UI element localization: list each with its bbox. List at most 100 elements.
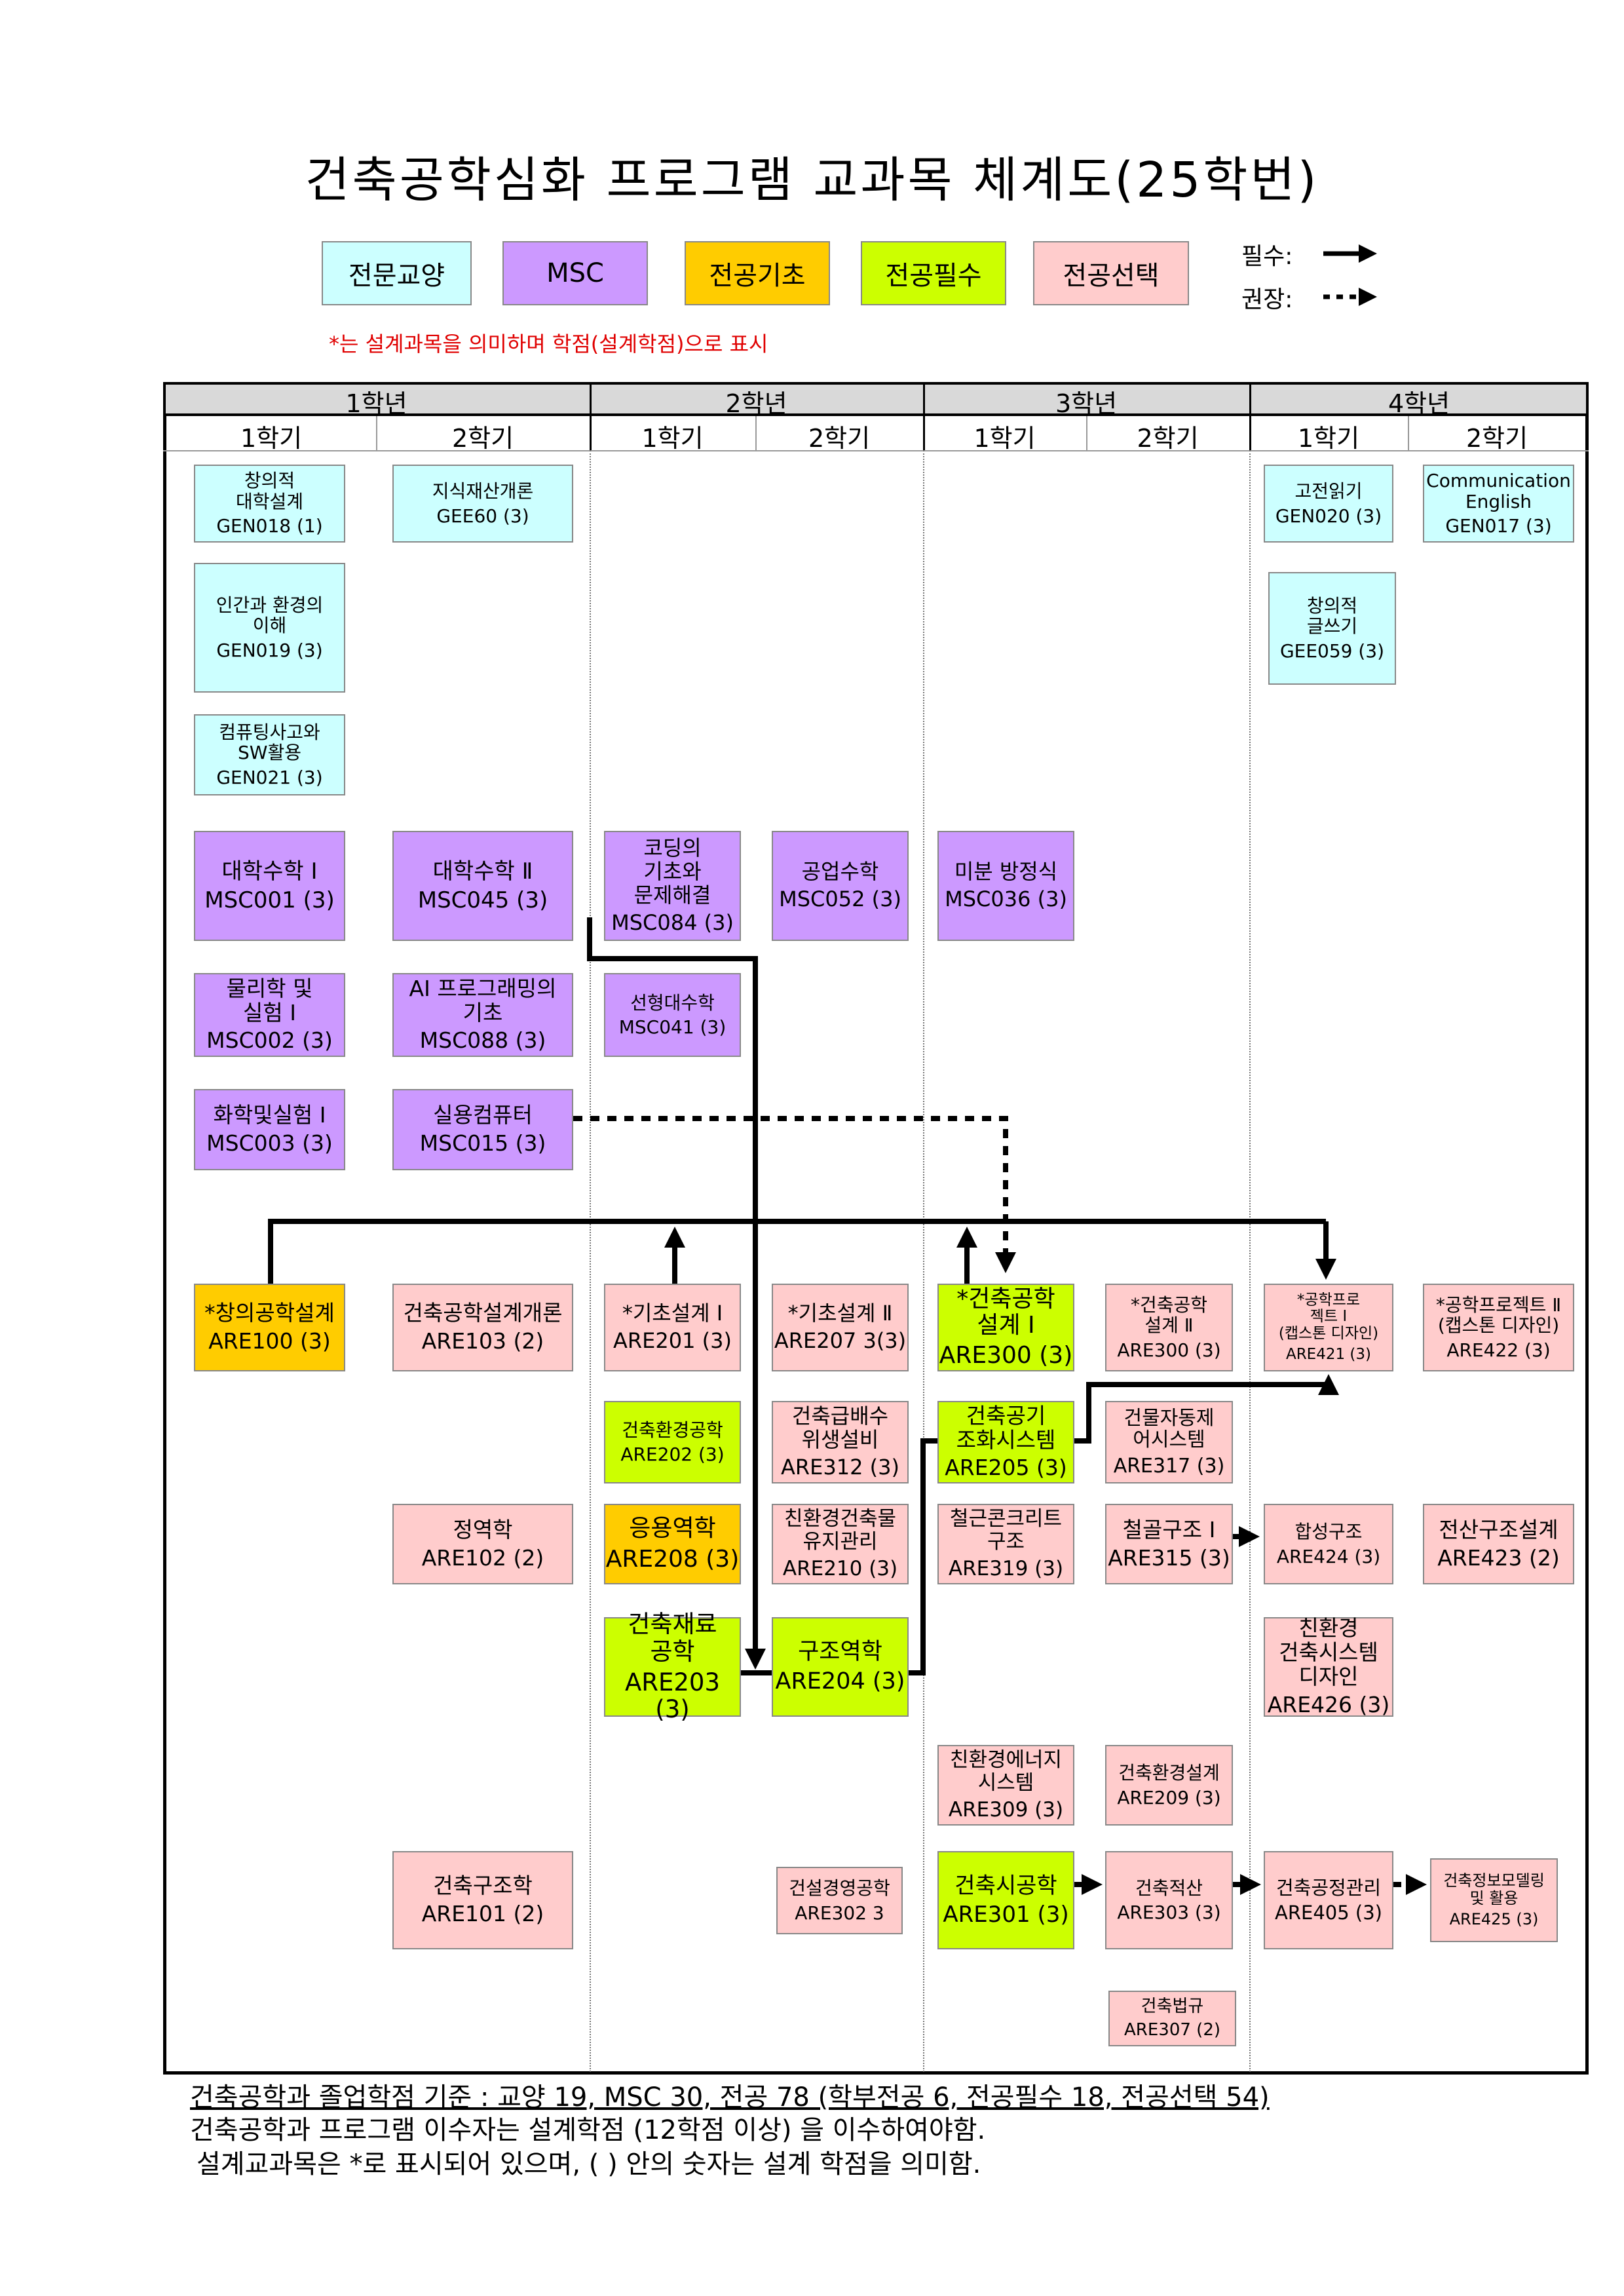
course-code: MSC045 (3) bbox=[417, 887, 548, 913]
semester-divider bbox=[1408, 416, 1409, 450]
course-name: 건축환경공학 bbox=[622, 1419, 723, 1441]
course-code: ARE205 (3) bbox=[945, 1455, 1067, 1481]
course-name: 고전읽기 bbox=[1294, 480, 1363, 503]
course-code: MSC088 (3) bbox=[419, 1027, 546, 1054]
course-code: MSC003 (3) bbox=[206, 1130, 333, 1156]
legend-recommended-arrow-label: 권장: bbox=[1241, 286, 1293, 313]
course-code: ARE201 (3) bbox=[613, 1328, 732, 1353]
course-name: *창의공학설계 bbox=[204, 1300, 335, 1326]
course-code: ARE317 (3) bbox=[1113, 1454, 1225, 1478]
course-name: 건축공학설계개론 bbox=[403, 1300, 563, 1326]
footer-line-2: 건축공학과 프로그램 이수자는 설계학점 (12학점 이상) 을 이수하여야함. bbox=[190, 2115, 986, 2145]
course-box-are204: 구조역학 ARE204 (3) bbox=[772, 1617, 909, 1717]
course-name: 합성구조 bbox=[1294, 1521, 1363, 1543]
year-divider bbox=[590, 382, 592, 450]
course-code: ARE100 (3) bbox=[208, 1328, 331, 1354]
course-code: ARE102 (2) bbox=[421, 1544, 544, 1571]
year-header: 3학년 bbox=[1055, 389, 1118, 418]
course-code: ARE210 (3) bbox=[782, 1556, 898, 1580]
course-code: ARE303 (3) bbox=[1117, 1902, 1221, 1923]
course-name: 건설경영공학 bbox=[789, 1877, 890, 1900]
semester-header: 2학기 bbox=[1465, 424, 1528, 453]
course-name: 건축급배수 위생설비 bbox=[791, 1404, 889, 1453]
course-name: 지식재산개론 bbox=[432, 480, 534, 503]
legend-required-arrow-label: 필수: bbox=[1241, 243, 1293, 270]
semester-header: 2학기 bbox=[451, 424, 514, 453]
course-code: MSC084 (3) bbox=[611, 909, 734, 935]
course-name: 실용컴퓨터 bbox=[433, 1102, 533, 1128]
course-name: 미분 방정식 bbox=[954, 859, 1058, 885]
course-name: *공학프로젝트 Ⅱ (캡스톤 디자인) bbox=[1435, 1293, 1562, 1337]
year-divider bbox=[1249, 450, 1251, 2072]
course-code: ARE204 (3) bbox=[775, 1668, 905, 1694]
course-name: 건축공정관리 bbox=[1275, 1876, 1382, 1899]
year-header: 2학년 bbox=[725, 389, 787, 418]
course-name: 구조역학 bbox=[798, 1638, 882, 1665]
semester-header: 1학기 bbox=[240, 424, 303, 453]
course-code: ARE302 3 bbox=[795, 1902, 884, 1924]
legend-required: 전공필수 bbox=[861, 241, 1006, 305]
year-divider bbox=[923, 382, 925, 450]
course-name: 철골구조 Ⅰ bbox=[1122, 1516, 1216, 1542]
semester-divider bbox=[1086, 416, 1087, 450]
footer-line-1: 건축공학과 졸업학점 기준 : 교양 19, MSC 30, 전공 78 (학부… bbox=[190, 2082, 1270, 2113]
year-divider bbox=[1249, 382, 1251, 450]
course-name: 화학및실험 Ⅰ bbox=[213, 1102, 326, 1128]
course-name: 선형대수학 bbox=[630, 991, 715, 1014]
semester-divider bbox=[755, 416, 757, 450]
course-name: *공학프로 젝트 Ⅰ (캡스톤 디자인) bbox=[1278, 1291, 1379, 1342]
course-name: 전산구조설계 bbox=[1439, 1516, 1558, 1542]
course-name: 건축공기 조화시스템 bbox=[956, 1402, 1056, 1453]
page-title: 건축공학심화 프로그램 교과목 체계도(25학번) bbox=[305, 152, 1319, 208]
semester-divider bbox=[376, 416, 377, 450]
course-code: MSC001 (3) bbox=[204, 887, 335, 913]
course-name: 건축시공학 bbox=[954, 1872, 1057, 1899]
course-name: 철근콘크리트 구조 bbox=[949, 1507, 1063, 1554]
course-code: ARE423 (2) bbox=[1437, 1544, 1560, 1571]
legend-elective: 전공선택 bbox=[1033, 241, 1189, 305]
year-header: 4학년 bbox=[1388, 389, 1450, 418]
course-name: 친환경 건축시스템 디자인 bbox=[1279, 1615, 1378, 1689]
course-code: MSC036 (3) bbox=[945, 887, 1067, 911]
course-code: ARE307 (2) bbox=[1124, 2019, 1220, 2040]
course-name: 건축정보모델링 및 활용 bbox=[1443, 1871, 1545, 1907]
course-name: 건축구조학 bbox=[433, 1873, 533, 1899]
design-course-note: *는 설계과목을 의미하며 학점(설계학점)으로 표시 bbox=[329, 332, 768, 356]
course-code: MSC002 (3) bbox=[206, 1027, 333, 1054]
course-code: MSC041 (3) bbox=[618, 1016, 727, 1038]
course-code: MSC052 (3) bbox=[779, 887, 901, 911]
course-code: ARE208 (3) bbox=[605, 1545, 740, 1573]
course-name: 정역학 bbox=[453, 1516, 513, 1542]
course-code: GEN018 (1) bbox=[216, 515, 323, 537]
course-code: ARE421 (3) bbox=[1285, 1345, 1372, 1363]
semester-header: 1학기 bbox=[641, 424, 704, 453]
course-name: 대학수학 Ⅰ bbox=[221, 858, 318, 885]
course-code: ARE207 3(3) bbox=[774, 1328, 907, 1353]
course-name: 건물자동제 어시스템 bbox=[1124, 1406, 1215, 1452]
year-header-row bbox=[163, 382, 1589, 416]
footer-line-3: 설계교과목은 *로 표시되어 있으며, ( ) 안의 숫자는 설계 학점을 의미… bbox=[197, 2149, 981, 2179]
